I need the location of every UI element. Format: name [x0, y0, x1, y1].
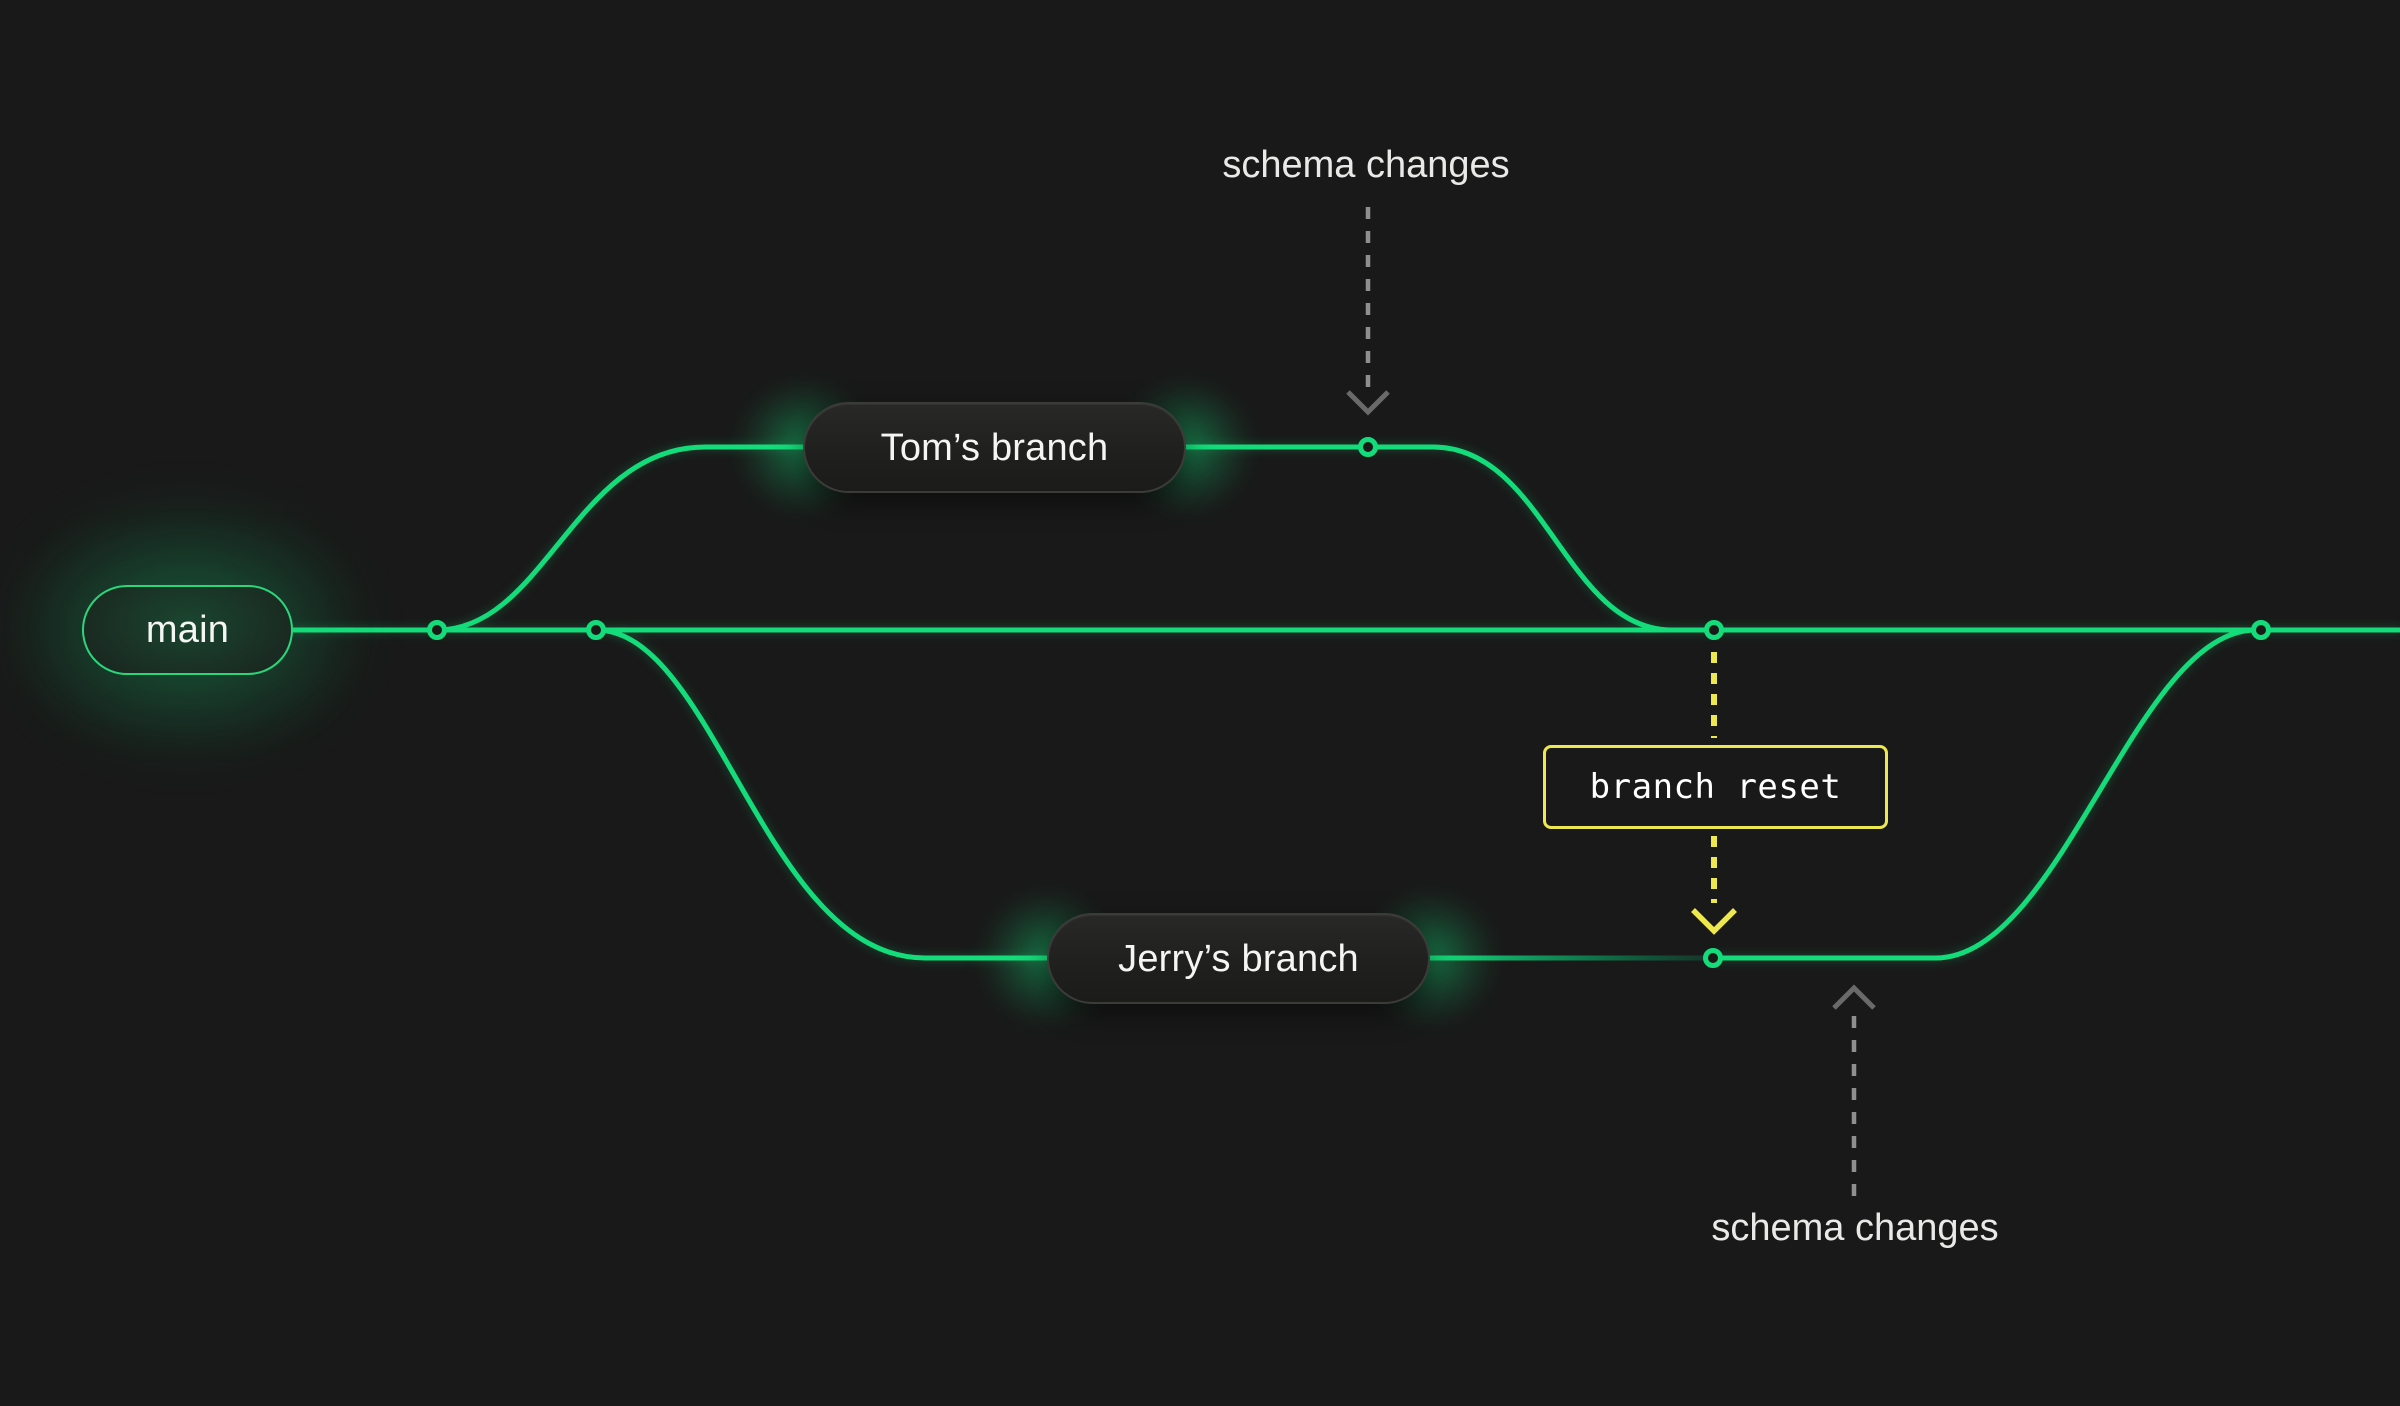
line-glow-layer	[290, 444, 2400, 961]
arrow-down-icon	[1346, 390, 1390, 416]
schema-changes-bottom-arrow	[1832, 984, 1876, 1196]
jerry-branch-label: Jerry’s branch	[1118, 937, 1359, 980]
arrow-up-icon	[1832, 984, 1876, 1010]
jerry-branch-split-line	[593, 627, 1050, 961]
commit-node-main-merge-tom	[1704, 620, 1724, 640]
tom-branch-label: Tom’s branch	[880, 426, 1109, 469]
schema-changes-bottom-label: schema changes	[1711, 1207, 1999, 1250]
arrow-down-icon	[1691, 908, 1737, 935]
commit-node-main-fork-tom	[427, 620, 447, 640]
tom-branch-merge-line	[1183, 444, 1675, 633]
jerry-branch-pill: Jerry’s branch	[1047, 913, 1430, 1004]
schema-changes-top-arrow	[1346, 207, 1390, 416]
schema-changes-top-label: schema changes	[1222, 144, 1510, 187]
branch-reset-arrow	[1691, 652, 1737, 935]
branch-reset-box: branch reset	[1543, 745, 1888, 829]
tom-split-glow	[434, 444, 806, 633]
tom-merge-glow	[1183, 444, 1675, 633]
commit-node-jerry	[1703, 948, 1723, 968]
commit-node-tom	[1358, 437, 1378, 457]
tom-branch-split-line	[434, 444, 806, 633]
main-branch-label: main	[145, 609, 230, 651]
branch-reset-label: branch reset	[1589, 767, 1842, 807]
main-branch-pill: main	[82, 585, 293, 675]
commit-node-main-merge-jerry	[2251, 620, 2271, 640]
jerry-branch-merge-line	[1710, 627, 2259, 961]
tom-branch-pill: Tom’s branch	[803, 402, 1186, 493]
commit-node-main-fork-jerry	[586, 620, 606, 640]
